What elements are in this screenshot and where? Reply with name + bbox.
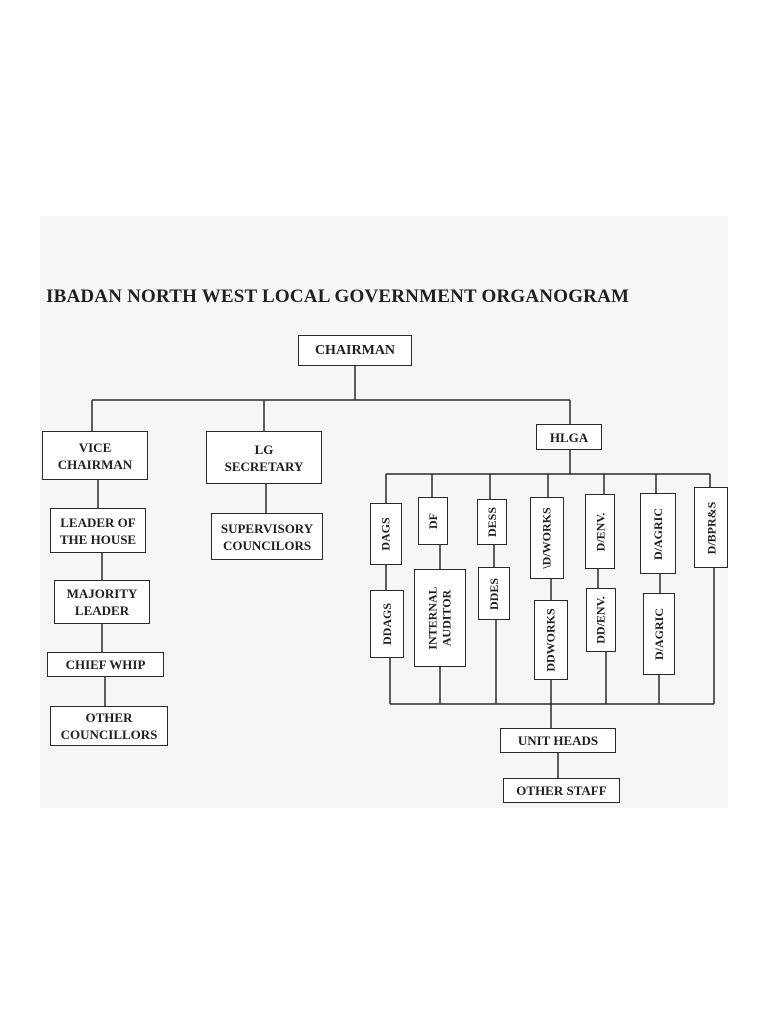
- node-ddags: DDAGS: [370, 590, 404, 658]
- node-ddworks: DDWORKS: [534, 600, 568, 680]
- node-internal-auditor: INTERNAL AUDITOR: [414, 569, 466, 667]
- node-chairman: CHAIRMAN: [298, 335, 412, 366]
- node-ddags-label: DDAGS: [380, 602, 395, 646]
- node-dd-agric-label: D/AGRIC: [652, 607, 667, 661]
- node-ddworks-label: DDWORKS: [544, 608, 558, 672]
- node-d-bpr-s: D/BPR&S: [694, 487, 728, 568]
- node-d-agric: D/AGRIC: [640, 493, 676, 574]
- node-leader-of-the-house: LEADER OF THE HOUSE: [50, 508, 146, 553]
- node-dags: DAGS: [370, 503, 402, 565]
- node-ddes-label: DDES: [487, 577, 502, 610]
- node-unit-heads: UNIT HEADS: [500, 728, 616, 753]
- node-dess: DESS: [477, 499, 507, 545]
- node-d-works: \D/WORKS: [530, 497, 564, 579]
- node-supervisory-councilors: SUPERVISORY COUNCILORS: [211, 513, 323, 560]
- node-d-bpr-s-label: D/BPR&S: [704, 501, 719, 554]
- node-d-agric-label: D/AGRIC: [651, 507, 666, 560]
- node-dd-env-label: DD/ENV.: [594, 596, 608, 644]
- node-other-staff: OTHER STAFF: [503, 778, 620, 803]
- node-ddes: DDES: [478, 567, 510, 620]
- node-hlga: HLGA: [536, 424, 602, 450]
- node-majority-leader: MAJORITY LEADER: [54, 580, 150, 624]
- node-vice-chairman: VICE CHAIRMAN: [42, 431, 148, 480]
- node-d-env: D/ENV.: [585, 494, 615, 569]
- node-d-env-label: D/ENV.: [593, 512, 608, 551]
- node-df: DF: [418, 497, 448, 545]
- node-d-works-label: \D/WORKS: [540, 507, 554, 569]
- node-dd-env: DD/ENV.: [586, 588, 616, 652]
- node-chief-whip: CHIEF WHIP: [47, 652, 164, 677]
- node-internal-auditor-label: INTERNAL AUDITOR: [426, 586, 455, 650]
- organogram-title: IBADAN NORTH WEST LOCAL GOVERNMENT ORGAN…: [46, 286, 630, 307]
- node-df-label: DF: [426, 513, 440, 529]
- node-dd-agric: D/AGRIC: [643, 593, 675, 675]
- node-lg-secretary: LG SECRETARY: [206, 431, 322, 484]
- node-other-councillors: OTHER COUNCILLORS: [50, 706, 168, 746]
- node-dags-label: DAGS: [379, 517, 393, 551]
- node-dess-label: DESS: [485, 506, 499, 538]
